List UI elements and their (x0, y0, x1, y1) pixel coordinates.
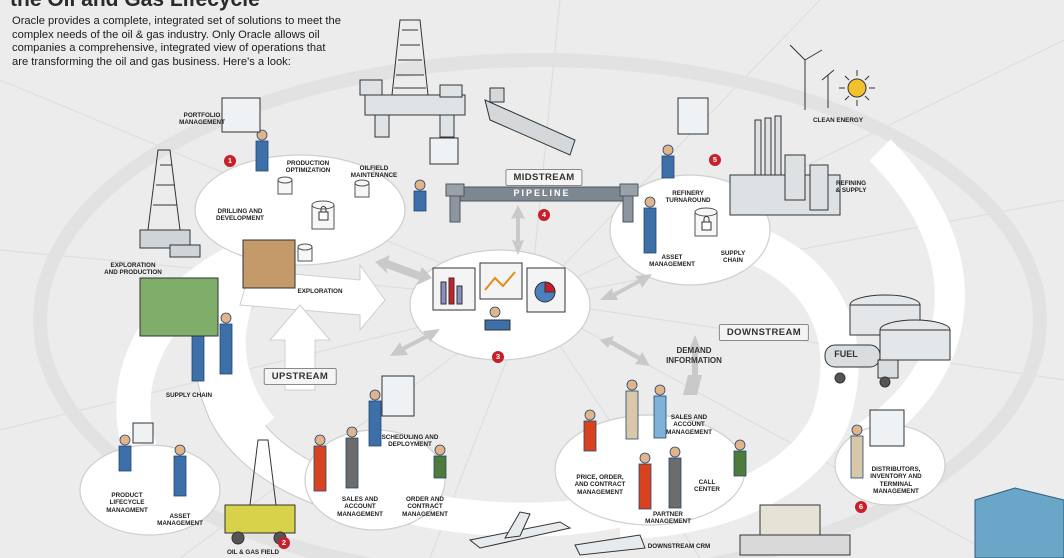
arrow-left (375, 255, 432, 285)
pipeline-label: PIPELINE (513, 188, 571, 198)
storage-tanks-illustration (849, 294, 951, 361)
monitors (132, 97, 905, 447)
arrow-lower-right (600, 336, 650, 366)
badge-5: 5 (709, 154, 721, 166)
label-clean-energy: CLEAN ENERGY (812, 117, 864, 124)
lock-icon (318, 206, 712, 231)
badge-2: 2 (278, 537, 290, 549)
page-title: the Oil and Gas Lifecycle (10, 0, 260, 12)
control-room-illustration (432, 262, 566, 331)
offshore-rig-illustration (359, 19, 466, 138)
badge-4: 4 (538, 209, 550, 221)
midstream-label: MIDSTREAM (505, 169, 583, 186)
label-supply-chain-up: SUPPLY CHAIN (165, 392, 213, 399)
tanker-fuel-text: FUEL (834, 349, 858, 359)
arrow-demand (683, 335, 702, 395)
badge-3: 3 (492, 351, 504, 363)
outer-ring-line (33, 53, 1047, 558)
clean-energy-illustration (789, 44, 875, 110)
label-refining: REFINING& SUPPLY (835, 180, 867, 195)
connector-arrows (375, 205, 702, 395)
drilling-tower-illustration (139, 149, 201, 258)
upstream-label: UPSTREAM (263, 368, 337, 385)
label-oil-gas-field: OIL & GAS FIELD (226, 549, 280, 556)
downstream-label: DOWNSTREAM (718, 324, 810, 341)
badge-6: 6 (855, 501, 867, 513)
tanker-ship-illustration (484, 87, 576, 156)
refinery-illustration (729, 115, 841, 216)
workers (118, 129, 864, 510)
arrow-top (511, 205, 525, 255)
transport-illustration (468, 511, 646, 556)
fuel-truck-illustration (824, 344, 899, 388)
arrow-right (600, 274, 652, 300)
label-downstream-crm: DOWNSTREAM CRM (647, 543, 711, 550)
badge-1: 1 (224, 155, 236, 167)
office-building-illustration (974, 487, 1064, 558)
gas-station-illustration (739, 504, 851, 556)
pipeline (445, 183, 639, 223)
arrow-lower-left (390, 329, 440, 356)
disc-upstream-top (194, 154, 406, 266)
intro-paragraph: Oracle provides a complete, integrated s… (12, 15, 341, 68)
label-exploration: EXPLORATION (297, 288, 343, 295)
